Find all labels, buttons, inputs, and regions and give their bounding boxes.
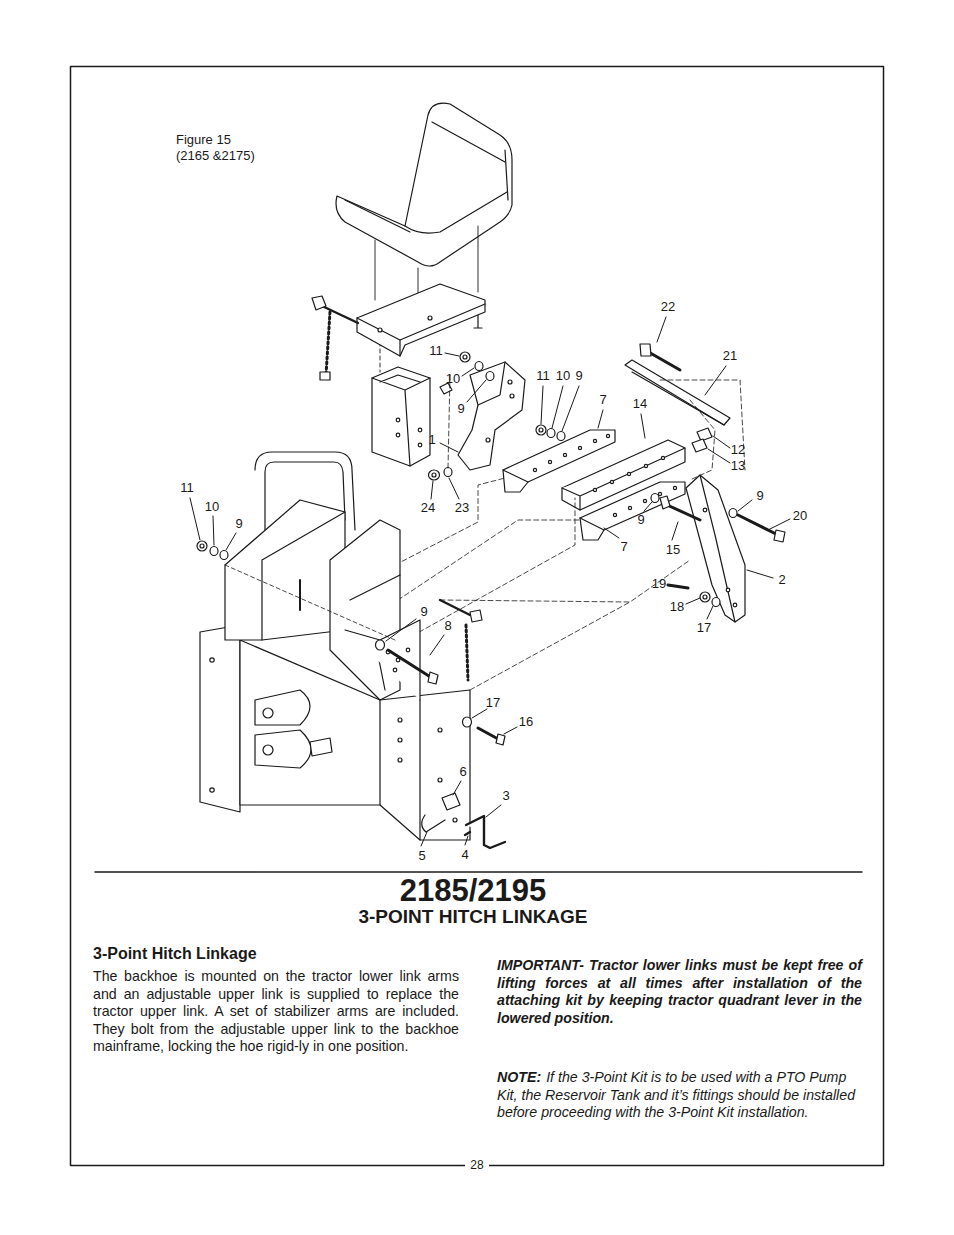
callout-number: 15 bbox=[666, 543, 680, 557]
pin-chain bbox=[312, 296, 358, 380]
callout-number: 9 bbox=[575, 369, 582, 383]
seat bbox=[336, 103, 512, 266]
leader-lines bbox=[190, 317, 790, 846]
page-number: 28 bbox=[465, 1157, 489, 1173]
callout-number: 13 bbox=[731, 459, 745, 473]
page-title: 2185/2195 bbox=[0, 874, 950, 908]
callout-number: 20 bbox=[793, 509, 807, 523]
callout-number: 17 bbox=[697, 621, 711, 635]
fasteners-left bbox=[197, 541, 228, 560]
section-heading: 3-POINT HITCH LINKAGE bbox=[0, 906, 950, 928]
callout-number: 1 bbox=[428, 433, 435, 447]
callout-number: 10 bbox=[556, 369, 570, 383]
bolts bbox=[651, 494, 785, 607]
callout-number: 8 bbox=[444, 619, 451, 633]
callout-number: 6 bbox=[459, 765, 466, 779]
callout-number: 16 bbox=[519, 715, 533, 729]
callout-number: 22 bbox=[661, 300, 675, 314]
callout-number: 24 bbox=[421, 501, 435, 515]
seat-post bbox=[372, 367, 452, 466]
assembly-lines bbox=[395, 375, 745, 690]
note-text: If the 3-Point Kit is to be used with a … bbox=[497, 1069, 855, 1120]
spacers bbox=[692, 428, 712, 452]
callout-number: 17 bbox=[486, 696, 500, 710]
callout-number: 21 bbox=[723, 349, 737, 363]
callout-number: 10 bbox=[205, 500, 219, 514]
bar-21 bbox=[625, 344, 730, 425]
page-border bbox=[71, 67, 884, 1166]
callout-number: 11 bbox=[429, 344, 443, 358]
rule bbox=[95, 871, 862, 873]
callout-number: 9 bbox=[637, 513, 644, 527]
callout-number: 11 bbox=[536, 369, 550, 383]
lower-pins bbox=[422, 717, 505, 848]
callout-number: 4 bbox=[461, 848, 468, 862]
callout-number: 9 bbox=[756, 489, 763, 503]
mainframe bbox=[200, 452, 470, 840]
callout-number: 11 bbox=[180, 481, 194, 495]
bracket-2 bbox=[686, 475, 745, 622]
callout-number: 12 bbox=[731, 443, 745, 457]
subheading: 3-Point Hitch Linkage bbox=[93, 944, 257, 963]
important-note: IMPORTANT- Tractor lower links must be k… bbox=[497, 957, 862, 1027]
callout-number: 3 bbox=[502, 789, 509, 803]
callout-number: 18 bbox=[670, 600, 684, 614]
callout-number: 10 bbox=[446, 372, 460, 386]
arm-7-lower bbox=[580, 482, 685, 540]
callout-number: 5 bbox=[418, 849, 425, 863]
note-block: NOTE:If the 3-Point Kit is to be used wi… bbox=[497, 1069, 859, 1122]
callout-number: 9 bbox=[420, 605, 427, 619]
callout-number: 14 bbox=[633, 397, 647, 411]
seat-bracket bbox=[357, 284, 485, 356]
callout-number: 7 bbox=[599, 393, 606, 407]
callout-number: 23 bbox=[455, 501, 469, 515]
note-heading: NOTE: bbox=[497, 1069, 541, 1085]
callout-number: 9 bbox=[235, 517, 242, 531]
callout-number: 19 bbox=[652, 577, 666, 591]
figure-label: Figure 15 (2165 &2175) bbox=[176, 132, 264, 164]
callout-number: 2 bbox=[778, 573, 785, 587]
callout-number: 9 bbox=[457, 402, 464, 416]
body-text: The backhoe is mounted on the tractor lo… bbox=[93, 968, 459, 1056]
bracket-1 bbox=[458, 362, 525, 470]
callout-number: 7 bbox=[620, 540, 627, 554]
bolt-8 bbox=[376, 600, 483, 684]
